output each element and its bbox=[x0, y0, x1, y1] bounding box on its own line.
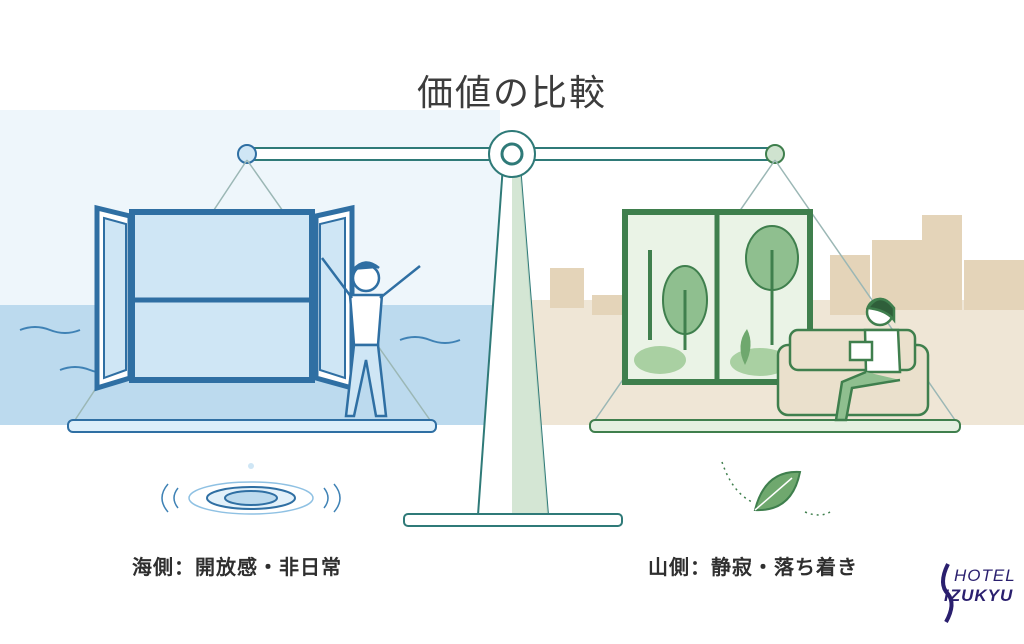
page-title: 価値の比較 bbox=[416, 73, 607, 114]
cheering-person-icon bbox=[321, 257, 421, 418]
open-window-icon bbox=[94, 204, 355, 392]
sea-side-caption: 海側：開放感・非日常 bbox=[132, 555, 342, 579]
scale-base bbox=[403, 513, 623, 527]
hotel-logo: HOTEL IZUKYU bbox=[932, 560, 1016, 624]
falling-leaf-icon bbox=[721, 461, 831, 516]
logo-line2: IZUKYU bbox=[944, 586, 1014, 605]
right-tray bbox=[589, 419, 961, 433]
left-tray bbox=[67, 419, 437, 433]
water-ripple-icon bbox=[161, 463, 341, 515]
mountain-side-caption: 山側：静寂・落ち着き bbox=[648, 555, 858, 579]
logo-swoosh-icon bbox=[941, 563, 954, 623]
logo-line1: HOTEL bbox=[954, 566, 1016, 585]
beam-left-end bbox=[237, 144, 257, 164]
reading-person-icon bbox=[776, 297, 930, 422]
city-skyline bbox=[550, 215, 1024, 315]
beam-right-end bbox=[765, 144, 785, 164]
